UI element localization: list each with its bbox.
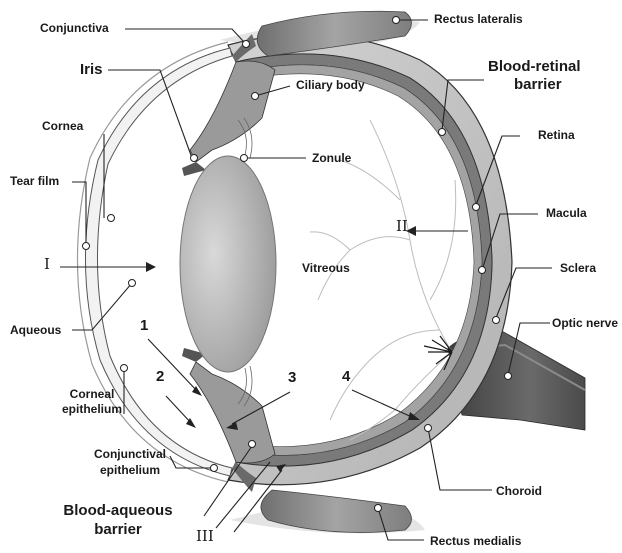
label-number-2: 2 [156, 370, 164, 383]
label-roman-ii: II [396, 220, 408, 233]
label-roman-iii: III [196, 530, 214, 543]
label-conjunctival-epithelium-line-1: Conjunctival [84, 448, 176, 461]
label-retina: Retina [538, 129, 575, 142]
lens [180, 156, 276, 372]
label-number-4: 4 [342, 370, 350, 383]
label-cornea: Cornea [42, 120, 83, 133]
label-tear-film: Tear film [10, 175, 59, 188]
label-corneal-epithelium-line-2: epithelium [48, 403, 136, 416]
label-rectus-lateralis: Rectus lateralis [434, 13, 523, 26]
label-choroid: Choroid [496, 485, 542, 498]
label-conjunctiva: Conjunctiva [40, 22, 109, 35]
label-blood-aqueous-barrier-line-1: Blood-aqueous [58, 502, 178, 519]
label-macula: Macula [546, 207, 587, 220]
label-roman-i: I [44, 258, 50, 271]
label-sclera: Sclera [560, 262, 596, 275]
label-blood-aqueous-barrier-line-2: barrier [58, 521, 178, 538]
label-blood-retinal-barrier-line-2: barrier [514, 76, 562, 93]
label-blood-retinal-barrier-line-1: Blood-retinal [488, 58, 581, 75]
label-vitreous: Vitreous [302, 262, 350, 275]
label-corneal-epithelium-line-1: Corneal [56, 388, 128, 401]
label-conjunctival-epithelium-line-2: epithelium [84, 464, 176, 477]
label-number-1: 1 [140, 319, 148, 332]
label-optic-nerve: Optic nerve [552, 317, 618, 330]
ciliary-body-lower [190, 362, 275, 463]
label-number-3: 3 [288, 371, 296, 384]
label-ciliary-body: Ciliary body [296, 79, 365, 92]
label-zonule: Zonule [312, 152, 351, 165]
label-iris: Iris [80, 61, 103, 78]
label-rectus-medialis: Rectus medialis [430, 535, 521, 548]
ciliary-body-upper [190, 61, 275, 162]
label-aqueous: Aqueous [10, 324, 61, 337]
